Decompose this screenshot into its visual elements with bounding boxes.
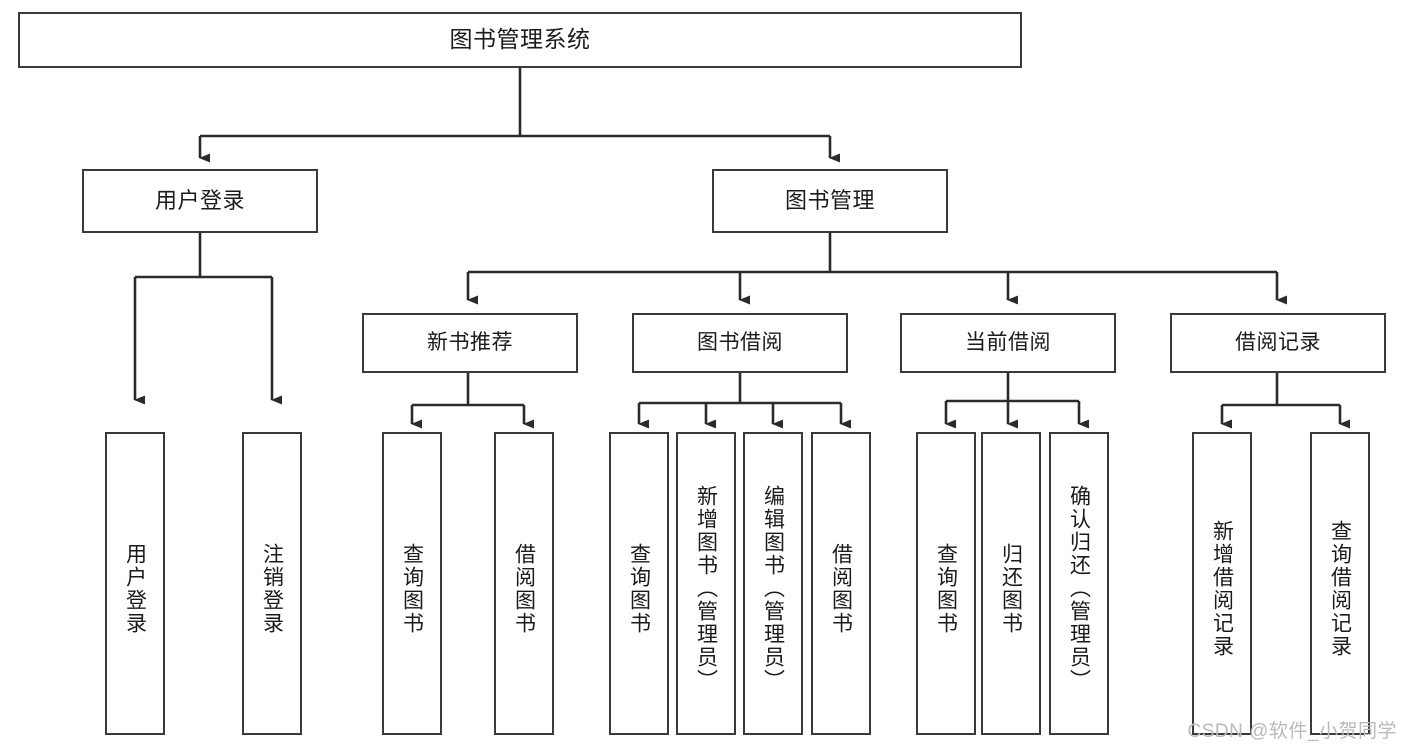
node-borrow-record[interactable]: 借阅记录 [1170, 313, 1386, 373]
node-label: 借阅图书 [829, 542, 853, 635]
leaf-recommend-borrow-book[interactable]: 借阅图书 [494, 432, 554, 735]
node-label: 图书管理 [784, 188, 875, 214]
node-label: 用户登录 [123, 542, 147, 635]
leaf-current-return-book[interactable]: 归还图书 [981, 432, 1041, 735]
node-label: 借阅图书 [512, 542, 536, 635]
node-book-management[interactable]: 图书管理 [712, 169, 948, 233]
leaf-record-query-record[interactable]: 查询借阅记录 [1310, 432, 1370, 735]
leaf-recommend-query-book[interactable]: 查询图书 [382, 432, 442, 735]
node-label: 借阅记录 [1235, 330, 1321, 354]
leaf-borrow-query-book[interactable]: 查询图书 [609, 432, 669, 735]
node-label: 用户登录 [154, 188, 245, 214]
watermark: CSDN @软件_小贺同学 [1187, 721, 1397, 742]
leaf-current-query-book[interactable]: 查询图书 [916, 432, 976, 735]
leaf-record-add-record[interactable]: 新增借阅记录 [1192, 432, 1252, 735]
leaf-borrow-edit-book-admin[interactable]: 编辑图书（管理员） [743, 432, 803, 735]
node-current-borrow[interactable]: 当前借阅 [900, 313, 1116, 373]
node-new-book-recommend[interactable]: 新书推荐 [362, 313, 578, 373]
node-label: 图书管理系统 [449, 26, 591, 53]
node-root-system[interactable]: 图书管理系统 [18, 12, 1022, 68]
node-label: 图书借阅 [697, 330, 783, 354]
node-label: 查询图书 [400, 542, 424, 635]
node-label: 查询图书 [934, 542, 958, 635]
node-label: 查询借阅记录 [1328, 519, 1352, 658]
leaf-user-login-login[interactable]: 用户登录 [105, 432, 165, 735]
node-label: 注销登录 [260, 542, 284, 635]
leaf-borrow-add-book-admin[interactable]: 新增图书（管理员） [676, 432, 736, 735]
node-label: 新书推荐 [427, 330, 513, 354]
node-book-borrow[interactable]: 图书借阅 [632, 313, 848, 373]
leaf-user-login-logout[interactable]: 注销登录 [242, 432, 302, 735]
node-label: 新增借阅记录 [1210, 519, 1234, 658]
node-label: 新增图书（管理员） [694, 485, 718, 692]
leaf-current-confirm-return-admin[interactable]: 确认归还（管理员） [1049, 432, 1109, 735]
node-label: 编辑图书（管理员） [761, 485, 785, 692]
node-user-login[interactable]: 用户登录 [82, 169, 318, 233]
leaf-borrow-borrow-book[interactable]: 借阅图书 [811, 432, 871, 735]
node-label: 查询图书 [627, 542, 651, 635]
node-label: 归还图书 [999, 542, 1023, 635]
node-label: 确认归还（管理员） [1067, 485, 1091, 692]
node-label: 当前借阅 [965, 330, 1051, 354]
